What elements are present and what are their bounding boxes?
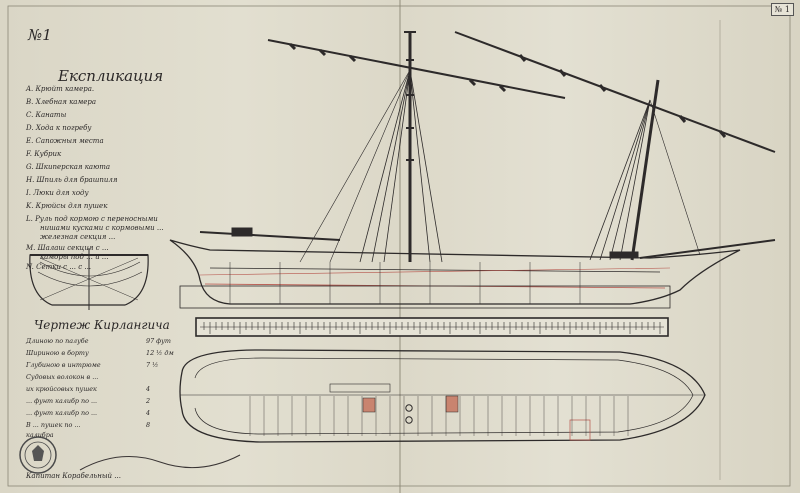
dimension-row: калибра	[26, 431, 54, 439]
legend-item: C. Канаты	[26, 111, 67, 119]
plan-view	[179, 349, 706, 443]
dimension-value: 4	[146, 409, 151, 417]
signature-scrawl	[79, 454, 241, 471]
plank-lines	[249, 396, 629, 436]
dimension-row: Длиною по палубе 97 фут	[26, 337, 171, 345]
legend-item: каморы под ... и ...	[40, 253, 109, 261]
dimension-value: 8	[146, 421, 151, 429]
sheet-border	[7, 5, 791, 487]
footer-signature: Капитан Корабельный ...	[26, 472, 121, 480]
legend-item: A. Крюйт камера.	[26, 85, 95, 93]
legend-item: N. Сетки с ... с ...	[26, 263, 92, 271]
legend-item: H. Шпиль для брашпиля	[26, 176, 118, 184]
dimension-value: 97 фут	[146, 337, 171, 345]
dimension-label: Шириною в борту	[26, 349, 89, 357]
dimension-label: калибра	[26, 431, 54, 439]
legend-item: K. Крюйсы для пушек	[26, 202, 108, 210]
deck-outline	[179, 349, 706, 443]
dimension-row: Глубиною в интрюме 7 ½	[26, 361, 158, 369]
dimension-value: 12 ½ дм	[146, 349, 174, 357]
corner-tag: № 1	[770, 3, 794, 16]
drawing-title: Чертеж Кирлангича	[34, 318, 170, 332]
dimension-label: Глубиною в интрюме	[26, 361, 101, 369]
legend-item: D. Хода к погребу	[26, 124, 92, 132]
side-profile	[169, 31, 776, 309]
legend-item: B. Хлебная камера	[26, 98, 97, 106]
hull-outline	[169, 239, 741, 305]
dimension-row: Шириною в борту 12 ½ дм	[26, 349, 174, 357]
sheet-number: №1	[28, 26, 52, 44]
legend-item: L. Руль под кормою с переносными	[26, 215, 158, 223]
scale-ticks	[203, 322, 661, 334]
dimension-row: их крюйсовых пушек 4	[26, 385, 150, 393]
dimension-value: 2	[146, 397, 151, 405]
dimension-label: Судовых волокон в ...	[26, 373, 99, 381]
dimension-row: ... фунт калибр по ... 2	[26, 397, 150, 405]
aft-mast	[630, 79, 660, 261]
legend-item: F. Кубрик	[26, 150, 62, 158]
body-section	[29, 248, 149, 310]
dimension-row: В ... пушек по ... 8	[26, 421, 150, 429]
bowsprit	[639, 239, 776, 259]
legend-item: нишами кусками с кормовыми ...	[40, 224, 164, 232]
dimension-row: ... фунт калибр по ... 4	[26, 409, 150, 417]
dimension-label: ... фунт калибр по ...	[26, 397, 98, 405]
dimension-label: В ... пушек по ...	[26, 421, 81, 429]
dimension-label: их крюйсовых пушек	[26, 385, 97, 393]
fore-yard	[267, 39, 566, 99]
legend-item: железная секция ...	[40, 233, 116, 241]
dimension-label: Длиною по палубе	[26, 337, 89, 345]
dimension-row: Судовых волокон в ...	[26, 373, 98, 381]
legend-title: Експликация	[58, 67, 164, 85]
dimension-label: ... фунт калибр по ...	[26, 409, 98, 417]
aft-yard	[454, 31, 776, 153]
legend-item: G. Шкиперская каюта	[26, 163, 111, 171]
legend-item: E. Сапожныя места	[26, 137, 104, 145]
dimension-value: 4	[146, 385, 151, 393]
legend-item: I. Люки для ходу	[26, 189, 89, 197]
seal-stamp	[19, 436, 57, 474]
legend-item: M. Шалаш секция с ...	[26, 244, 109, 252]
dimension-value: 7 ½	[146, 361, 159, 369]
